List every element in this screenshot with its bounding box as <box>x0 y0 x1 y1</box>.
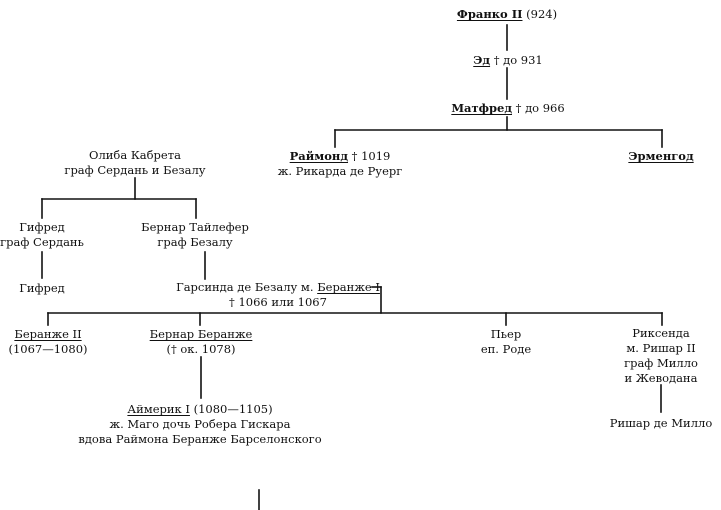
raymond-detail: † 1019 <box>348 149 391 163</box>
rishar-line1: Ришар де Милло <box>609 416 713 430</box>
franko-name: Франко II <box>456 7 523 21</box>
bernar-beranje-detail: († ок. 1078) <box>166 342 236 356</box>
raymond-spouse: ж. Рикарда де Руерг <box>277 164 403 178</box>
node-ermengod: Эрменгод <box>628 149 693 164</box>
gifred-son-line1: Гифред <box>19 281 65 295</box>
pier-line1: Пьер <box>490 327 522 341</box>
franko-detail: (924) <box>522 7 558 21</box>
node-beranje-ii: Беранже II (1067—1080) <box>8 327 87 357</box>
node-oliba: Олиба Кабрета граф Сердань и Безалу <box>64 148 205 178</box>
bernar-beranje-name: Бернар Беранже <box>149 327 253 341</box>
ed-detail: † до 931 <box>490 53 543 67</box>
node-rishar: Ришар де Милло <box>610 416 712 431</box>
ermengod-name: Эрменгод <box>628 149 694 163</box>
node-raymond: Раймонд † 1019 ж. Рикарда де Руерг <box>278 149 403 179</box>
node-ed: Эд † до 931 <box>473 53 542 68</box>
riksenda-line3: граф Милло <box>624 356 698 370</box>
aymerik-detail: (1080—1105) <box>189 402 273 416</box>
pier-line2: еп. Роде <box>480 342 532 356</box>
beranje-ii-name: Беранже II <box>14 327 82 341</box>
node-matfred: Матфред † до 966 <box>451 101 564 116</box>
bernar-tailefer-line2: граф Безалу <box>157 235 233 249</box>
node-pier: Пьер еп. Роде <box>481 327 531 357</box>
node-gifred-count: Гифред граф Сердань <box>0 220 84 250</box>
aymerik-spouse: ж. Маго дочь Робера Гискара <box>109 417 291 431</box>
ed-name: Эд <box>473 53 491 67</box>
riksenda-line2: м. Ришар II <box>626 341 696 355</box>
node-riksenda: Риксенда м. Ришар II граф Милло и Жевода… <box>624 326 698 386</box>
bernar-tailefer-line1: Бернар Тайлефер <box>141 220 249 234</box>
node-garsinda: Гарсинда де Безалу м. Беранже I † 1066 и… <box>176 280 380 310</box>
aymerik-widow: вдова Раймона Беранже Барселонского <box>78 432 322 446</box>
riksenda-line1: Риксенда <box>632 326 690 340</box>
matfred-name: Матфред <box>451 101 513 115</box>
beranje-ii-detail: (1067—1080) <box>8 342 88 356</box>
gifred-count-line2: граф Сердань <box>0 235 84 249</box>
oliba-line1: Олиба Кабрета <box>89 148 181 162</box>
node-aymerik: Аймерик I (1080—1105) ж. Маго дочь Робер… <box>78 402 321 447</box>
aymerik-name: Аймерик I <box>127 402 190 416</box>
matfred-detail: † до 966 <box>512 101 565 115</box>
node-bernar-tailefer: Бернар Тайлефер граф Безалу <box>141 220 249 250</box>
node-franko: Франко II (924) <box>457 7 557 22</box>
node-bernar-beranje: Бернар Беранже († ок. 1078) <box>150 327 253 357</box>
oliba-line2: граф Сердань и Безалу <box>64 163 206 177</box>
garsinda-death: † 1066 или 1067 <box>229 295 327 309</box>
gifred-count-line1: Гифред <box>19 220 65 234</box>
node-gifred-son: Гифред <box>19 281 65 296</box>
raymond-name: Раймонд <box>289 149 349 163</box>
garsinda-prefix: Гарсинда де Безалу м. <box>176 280 318 294</box>
riksenda-line4: и Жеводана <box>624 371 698 385</box>
garsinda-husband: Беранже I <box>317 280 380 294</box>
